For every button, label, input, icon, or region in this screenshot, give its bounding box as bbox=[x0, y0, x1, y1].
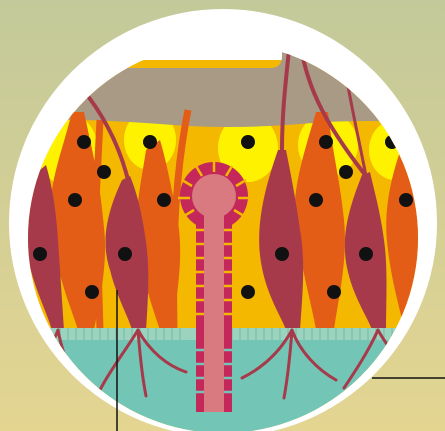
diagram-canvas bbox=[0, 0, 445, 431]
olfactory-epithelium-diagram bbox=[0, 0, 445, 431]
